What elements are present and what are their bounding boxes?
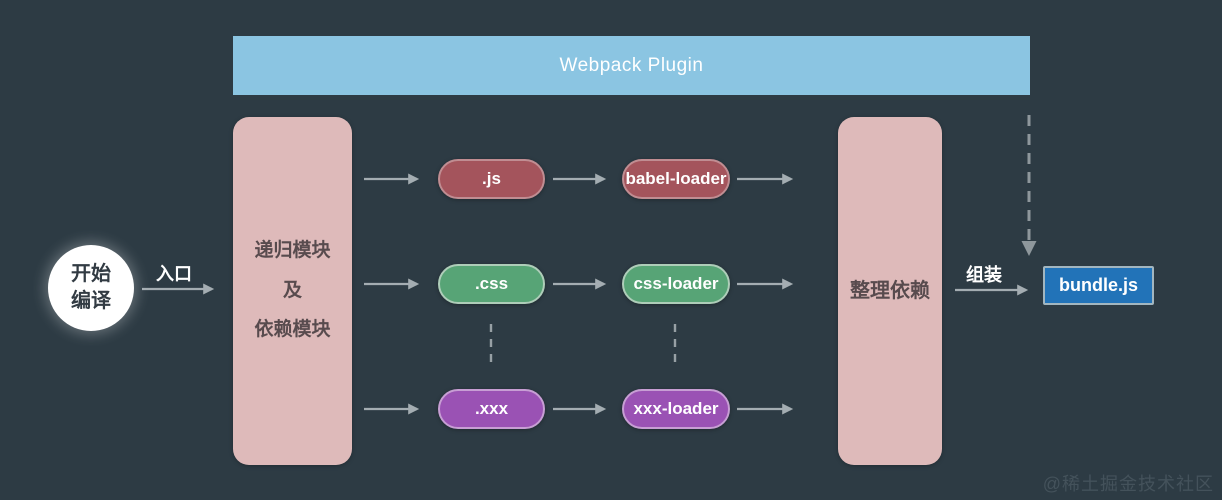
file-pill-xxx: .xxx	[438, 389, 545, 429]
file-pill-js-label: .js	[482, 169, 501, 188]
bundle-node-label: bundle.js	[1058, 275, 1138, 295]
webpack-plugin-label: Webpack Plugin	[559, 54, 704, 76]
webpack-plugin-bar: Webpack Plugin	[233, 36, 1030, 95]
start-node: 开始 编译	[48, 245, 134, 331]
bundle-node: bundle.js	[1043, 266, 1154, 305]
loader-pill-css: css-loader	[622, 264, 730, 304]
loader-pill-xxx: xxx-loader	[622, 389, 730, 429]
start-node-line1: 开始	[71, 263, 111, 285]
entry-arrow-label: 入口	[156, 264, 192, 284]
file-pill-js: .js	[438, 159, 545, 199]
dependency-box: 整理依赖	[838, 117, 942, 465]
file-pill-css-label: .css	[474, 274, 509, 293]
modules-box-line2: 及	[282, 279, 302, 301]
file-pill-xxx-label: .xxx	[474, 399, 509, 418]
loader-pill-xxx-label: xxx-loader	[633, 399, 719, 418]
watermark-text: @稀土掘金技术社区	[1042, 474, 1214, 494]
loader-pill-babel-label: babel-loader	[625, 169, 727, 188]
loader-pill-css-label: css-loader	[633, 274, 719, 293]
recursive-modules-box: 递归模块 及 依赖模块	[233, 117, 352, 465]
dependency-box-label: 整理依赖	[850, 280, 930, 302]
file-pill-css: .css	[438, 264, 545, 304]
assemble-arrow-label: 组装	[966, 265, 1002, 285]
start-node-line2: 编译	[71, 290, 111, 312]
modules-box-line1: 递归模块	[254, 239, 331, 261]
modules-box-line3: 依赖模块	[254, 319, 331, 341]
loader-pill-babel: babel-loader	[622, 159, 730, 199]
